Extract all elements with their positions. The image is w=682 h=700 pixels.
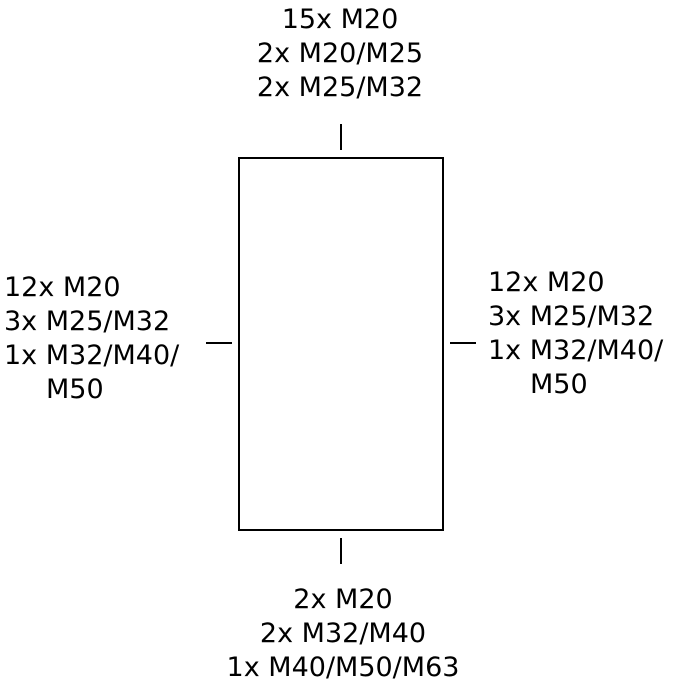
right-entry-line: M50 xyxy=(530,369,588,400)
top-entry-line: 15x M20 xyxy=(281,4,399,35)
right-side-marker xyxy=(450,342,476,344)
bottom-entry-line: 2x M32/M40 xyxy=(259,618,427,649)
bottom-side-entries: 2x M20 2x M32/M40 1x M40/M50/M63 xyxy=(212,583,474,685)
left-side-entries: 12x M20 3x M25/M32 1x M32/M40/ M50 xyxy=(4,271,179,407)
left-entry-line: 12x M20 xyxy=(4,272,121,303)
left-entry-line: 1x M32/M40/ xyxy=(4,340,180,371)
top-side-entries: 15x M20 2x M20/M25 2x M25/M32 xyxy=(247,3,433,105)
top-side-marker xyxy=(340,124,342,150)
bottom-entry-line: 2x M20 xyxy=(293,584,393,615)
right-entry-line: 12x M20 xyxy=(488,267,605,298)
bottom-entry-line: 1x M40/M50/M63 xyxy=(226,652,460,683)
right-entry-line: 3x M25/M32 xyxy=(488,301,655,332)
left-entry-line: M50 xyxy=(46,374,104,405)
right-entry-line: 1x M32/M40/ xyxy=(488,335,664,366)
top-entry-line: 2x M20/M25 xyxy=(256,38,424,69)
enclosure-outline xyxy=(238,157,444,531)
left-side-marker xyxy=(206,342,232,344)
left-entry-line: 3x M25/M32 xyxy=(4,306,171,337)
right-side-entries: 12x M20 3x M25/M32 1x M32/M40/ M50 xyxy=(488,266,663,402)
bottom-side-marker xyxy=(340,538,342,564)
top-entry-line: 2x M25/M32 xyxy=(256,72,424,103)
